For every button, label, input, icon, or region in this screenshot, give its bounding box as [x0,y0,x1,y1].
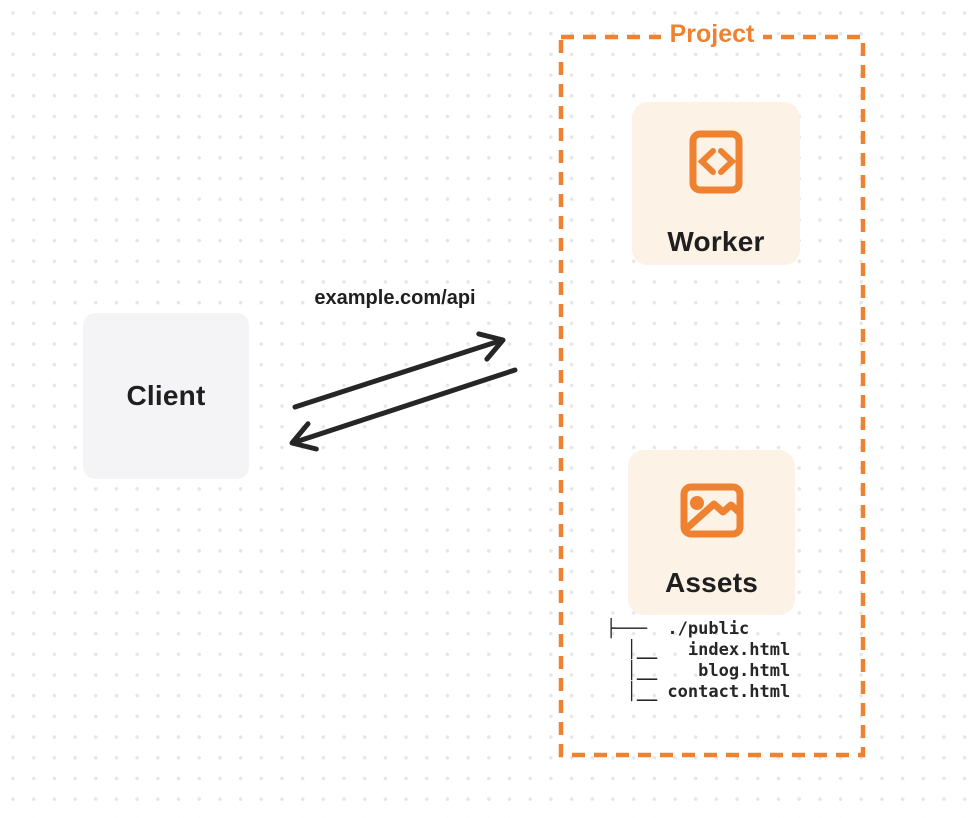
request-url-label: example.com/api [314,287,476,309]
project-boundary [558,34,866,758]
assets-node: Assets [628,450,795,615]
project-label-text: Project [660,18,764,50]
assets-label: Assets [664,567,759,598]
response-arrow [289,367,518,452]
project-group-label: Project [559,18,865,50]
image-icon [680,483,744,543]
assets-file-tree: ├─── ./public │__ index.html │__ blog.ht… [606,619,791,702]
request-arrow [292,331,506,410]
worker-label: Worker [667,226,765,257]
code-document-icon [689,130,743,199]
worker-node: Worker [632,102,800,265]
client-label: Client [126,380,206,411]
client-node: Client [83,313,249,479]
